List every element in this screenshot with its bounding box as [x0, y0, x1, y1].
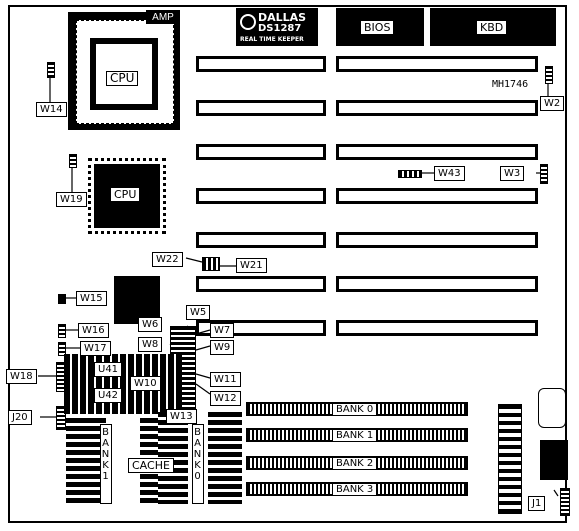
jumper-label-w12: W12	[210, 391, 241, 406]
simm-bank-3: BANK 3	[246, 482, 468, 496]
jumper-w14-pins	[47, 62, 55, 78]
jumper-w3-pins	[540, 164, 548, 184]
rtc-line3: REAL TIME KEEPER	[240, 36, 304, 43]
jumper-label-w8: W8	[138, 337, 163, 352]
isa-slot-left-2	[196, 100, 326, 116]
jumper-label-w43: W43	[434, 166, 465, 181]
isa-slot-right-6	[336, 276, 538, 292]
isa-slot-left-6	[196, 276, 326, 292]
jumper-w22-w21-pins	[202, 257, 220, 271]
jumper-w15-pins	[58, 294, 66, 304]
jumper-label-w5: W5	[186, 305, 211, 320]
bank0-vertical-label: BANK0	[192, 424, 204, 504]
chip-label-u42: U42	[94, 388, 123, 403]
isa-slot-left-1	[196, 56, 326, 72]
simm-bank-0: BANK 0	[246, 402, 468, 416]
chip-label-u41: U41	[94, 362, 123, 377]
jumper-label-w13: W13	[166, 409, 197, 424]
rtc-chip: DALLAS DS1287 REAL TIME KEEPER	[236, 8, 318, 46]
cpu-socket: AMP CPU	[68, 10, 180, 130]
jumper-label-w10: W10	[130, 376, 161, 391]
jumper-label-w19: W19	[56, 192, 87, 207]
jumper-label-w9: W9	[210, 340, 235, 355]
isa-slot-left-4	[196, 188, 326, 204]
jumper-label-w22: W22	[152, 252, 183, 267]
power-connector	[498, 404, 522, 514]
jumper-label-w2: W2	[540, 96, 565, 111]
simm-bank-2: BANK 2	[246, 456, 468, 470]
cpu-socket-label: CPU	[106, 71, 139, 86]
jumper-label-w6: W6	[138, 317, 163, 332]
battery-outline	[538, 388, 566, 428]
cpu-smd-label: CPU	[110, 187, 141, 202]
chipset-block	[114, 276, 160, 324]
isa-slot-left-5	[196, 232, 326, 248]
isa-slot-right-2	[336, 100, 538, 116]
model-number: MH1746	[492, 79, 529, 90]
bank-1-label: BANK 1	[332, 429, 378, 442]
bank-2-label: BANK 2	[332, 457, 378, 470]
isa-slot-right-4	[336, 188, 538, 204]
jumper-label-w17: W17	[80, 341, 111, 356]
jumper-label-w18: W18	[6, 369, 37, 384]
isa-slot-right-1	[336, 56, 538, 72]
cache-label: CACHE	[128, 458, 174, 473]
simm-bank-1: BANK 1	[246, 428, 468, 442]
jumper-label-j20: J20	[8, 410, 32, 425]
bios-label: BIOS	[360, 20, 395, 35]
jumper-j20-pins	[56, 406, 66, 430]
jumper-label-w16: W16	[78, 323, 109, 338]
cpu-smd: CPU	[88, 158, 166, 234]
amp-label: AMP	[152, 12, 174, 23]
bank-3-label: BANK 3	[332, 483, 378, 496]
jumper-label-w11: W11	[210, 372, 241, 387]
jumper-w17-pins	[58, 342, 66, 356]
rtc-line2: DS1287	[258, 23, 302, 34]
jumper-w43-pins	[398, 170, 422, 178]
jumper-label-j1: J1	[528, 496, 546, 511]
isa-slot-left-3	[196, 144, 326, 160]
jumper-w19-pins	[69, 154, 77, 168]
keyboard-connector	[540, 440, 568, 480]
clock-icon	[240, 14, 256, 30]
kbd-label: KBD	[476, 20, 508, 35]
jumper-w16-pins	[58, 324, 66, 338]
jumper-w2-pins	[545, 66, 553, 84]
jumper-label-w21: W21	[236, 258, 267, 273]
jumper-label-w14: W14	[36, 102, 67, 117]
jumper-label-w3: W3	[500, 166, 525, 181]
isa-slot-right-3	[336, 144, 538, 160]
bios-chip: BIOS	[336, 8, 424, 46]
jumper-j1-pins	[560, 488, 570, 516]
kbd-chip: KBD	[430, 8, 556, 46]
isa-slot-right-7	[336, 320, 538, 336]
jumper-label-w15: W15	[76, 291, 107, 306]
isa-slot-right-5	[336, 232, 538, 248]
rtc-line1: DALLAS	[258, 11, 307, 24]
bank1-vertical-label: BANK1	[100, 424, 112, 504]
bank-0-label: BANK 0	[332, 403, 378, 416]
jumper-label-w7: W7	[210, 323, 235, 338]
